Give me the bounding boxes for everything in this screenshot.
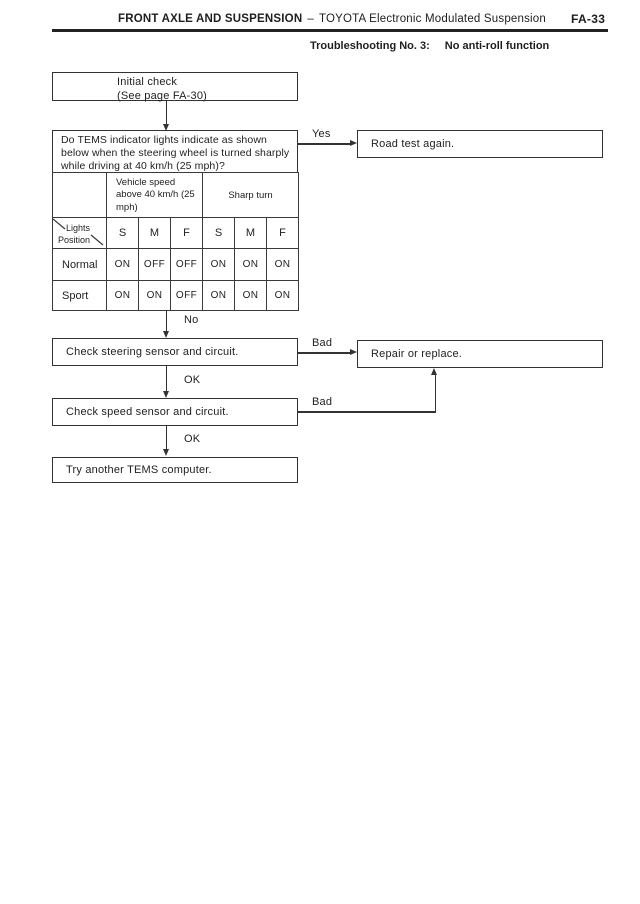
ok-label: OK	[184, 433, 201, 445]
indicator-table: Vehicle speed above 40 km/h (25 mph) Sha…	[52, 172, 300, 311]
ok-label: OK	[184, 374, 201, 386]
bad-label: Bad	[312, 396, 333, 408]
connector-ok1	[165, 366, 167, 392]
table-value-cell: ON	[106, 248, 139, 281]
check-speed-text: Check speed sensor and circuit.	[66, 406, 229, 418]
arrow-up-icon	[431, 368, 437, 375]
check-steering-text: Check steering sensor and circuit.	[66, 346, 239, 358]
corner-label-lights: Lights	[66, 223, 91, 234]
subheader-cell: M	[138, 217, 171, 249]
table-row-subheaders: Lights Position S M F S M F	[52, 217, 300, 249]
group-header-vehicle-speed: Vehicle speed above 40 km/h (25 mph)	[105, 172, 204, 218]
table-value-cell: ON	[266, 248, 300, 281]
subheader-cell: M	[234, 217, 268, 249]
road-test-box: Road test again.	[357, 130, 603, 158]
try-computer-text: Try another TEMS computer.	[66, 464, 212, 476]
yes-label: Yes	[312, 128, 331, 140]
group-header-sharp-turn: Sharp turn	[202, 172, 300, 218]
page-header: FRONT AXLE AND SUSPENSION–TOYOTA Electro…	[118, 13, 546, 25]
bad-label: Bad	[312, 337, 333, 349]
initial-check-line2: (See page FA-30)	[117, 90, 208, 103]
connector-ok2	[165, 426, 167, 450]
check-speed-box: Check speed sensor and circuit.	[52, 398, 298, 426]
section-title: FRONT AXLE AND SUSPENSION	[118, 13, 303, 25]
corner-header-cell: Lights Position	[52, 217, 107, 249]
table-value-cell: ON	[138, 280, 171, 311]
table-row-normal: Normal ON OFF OFF ON ON ON	[52, 248, 300, 281]
arrow-down-icon	[162, 331, 169, 338]
troubleshooting-label: Troubleshooting No. 3:	[310, 40, 430, 52]
troubleshooting-text: No anti-roll function	[444, 40, 550, 52]
table-value-cell: ON	[234, 248, 268, 281]
table-row-sport: Sport ON ON OFF ON ON ON	[52, 280, 300, 311]
corner-diagonal-lines	[53, 218, 104, 246]
subheader-cell: F	[266, 217, 300, 249]
header-separator: –	[307, 13, 314, 25]
subheader-cell: F	[169, 217, 204, 249]
arrow-down-icon	[162, 124, 169, 131]
try-computer-box: Try another TEMS computer.	[52, 457, 298, 483]
arrow-down-icon	[162, 391, 169, 398]
connector-yes	[297, 143, 350, 145]
troubleshooting-subtitle: Troubleshooting No. 3: No anti-roll funct…	[310, 40, 549, 52]
table-value-cell: ON	[202, 248, 236, 281]
table-value-cell: ON	[266, 280, 300, 311]
corner-label-position: Position	[58, 235, 91, 245]
header-rule	[52, 29, 608, 32]
row-label-normal: Normal	[52, 248, 107, 281]
connector-bad2-vertical	[434, 374, 436, 413]
initial-check-box: Initial check (See page FA-30)	[52, 72, 298, 103]
subheader-cell: S	[106, 217, 139, 249]
no-label: No	[184, 314, 199, 326]
row-label-sport: Sport	[52, 280, 107, 311]
question-box: Do TEMS indicator lights indicate as sho…	[52, 130, 298, 173]
table-value-cell: OFF	[138, 248, 171, 281]
table-value-cell: OFF	[169, 280, 204, 311]
table-row-groups: Vehicle speed above 40 km/h (25 mph) Sha…	[52, 172, 300, 218]
arrow-right-icon	[350, 140, 357, 146]
connector-initial-to-question	[165, 101, 167, 125]
connector-bad1	[297, 352, 350, 354]
table-value-cell: ON	[106, 280, 139, 311]
connector-no	[165, 310, 167, 332]
subheader-cell: S	[202, 217, 236, 249]
page-number: FA-33	[571, 12, 606, 26]
repair-or-replace-text: Repair or replace.	[371, 348, 463, 360]
road-test-text: Road test again.	[371, 138, 455, 150]
connector-bad2-horizontal	[297, 411, 436, 413]
subsystem-title: TOYOTA Electronic Modulated Suspension	[318, 13, 547, 25]
repair-or-replace-box: Repair or replace.	[357, 340, 603, 368]
initial-check-line1: Initial check	[117, 76, 178, 88]
arrow-down-icon	[162, 449, 169, 456]
table-value-cell: ON	[234, 280, 268, 311]
check-steering-box: Check steering sensor and circuit.	[52, 338, 298, 366]
table-value-cell: OFF	[169, 248, 204, 281]
table-value-cell: ON	[202, 280, 236, 311]
table-cell-blank	[52, 172, 107, 218]
arrow-right-icon	[350, 349, 357, 355]
